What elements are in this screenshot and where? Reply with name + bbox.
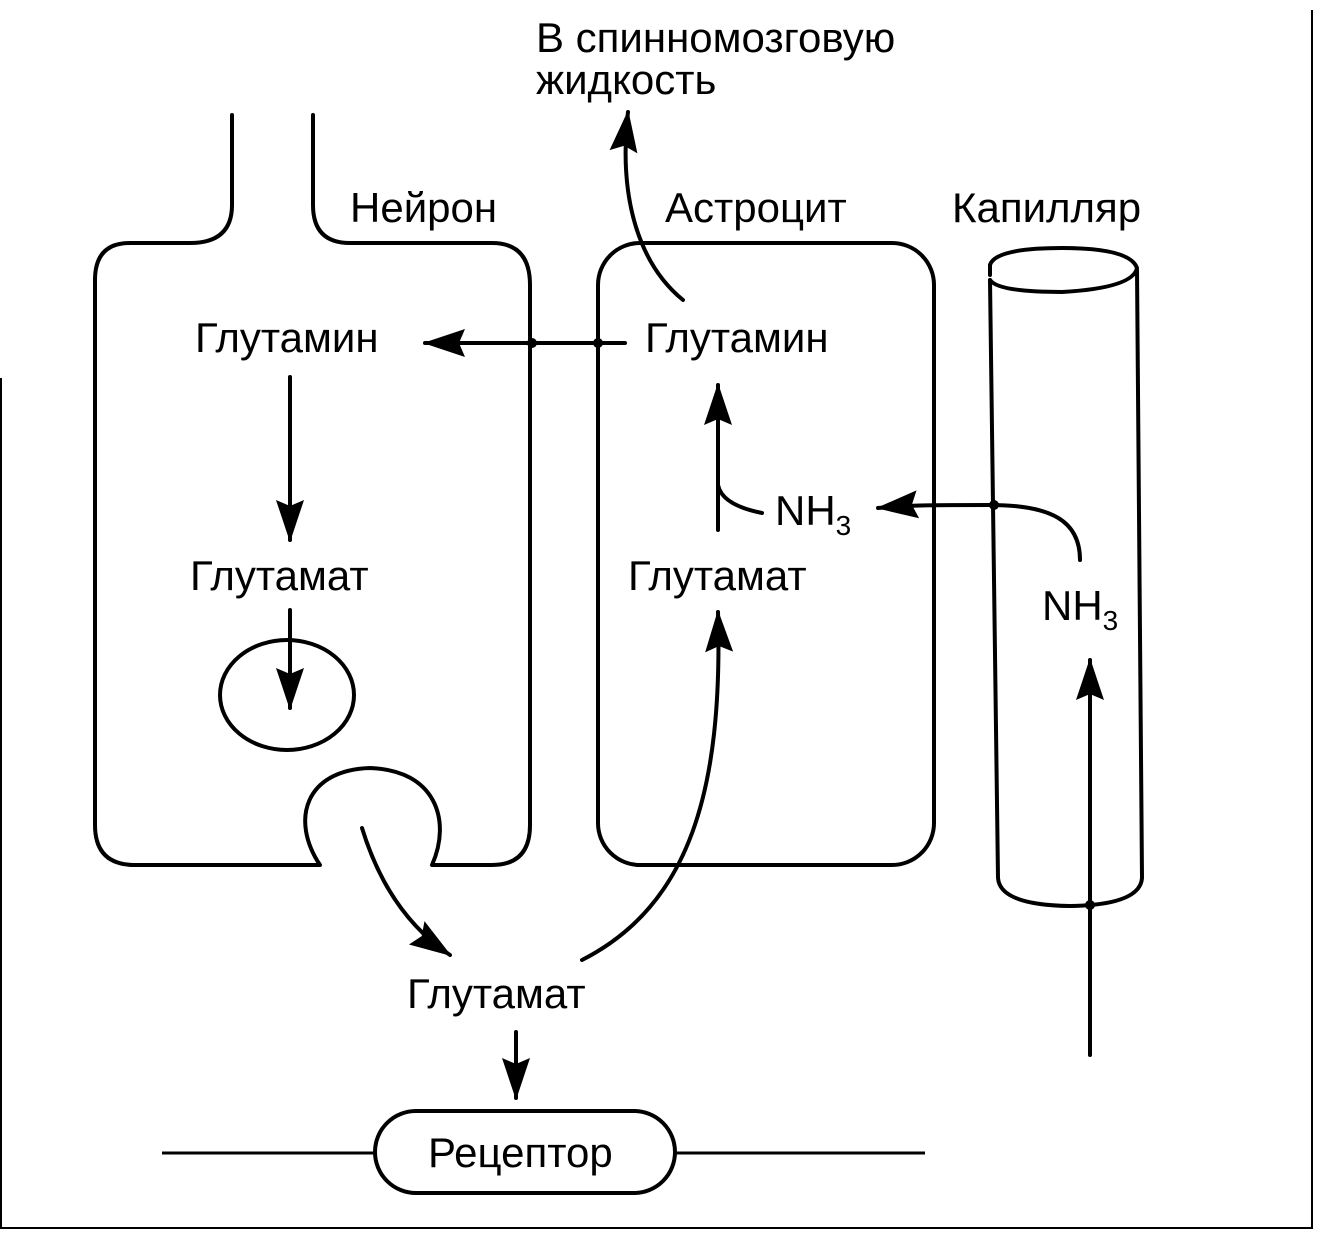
synaptic-vesicle: [218, 638, 356, 752]
astrocyte-label: Астроцит: [665, 184, 847, 231]
neuron-glutamate-label: Глутамат: [190, 552, 369, 599]
csf-label-line1: В спинномозговую: [536, 14, 895, 61]
neuron-label: Нейрон: [350, 184, 497, 231]
arrow-release-to-cleft: [360, 826, 452, 957]
membrane-crossing-dot: [1085, 900, 1095, 910]
membrane-crossing-dot: [527, 338, 537, 348]
synaptic-glutamate-label: Глутамат: [407, 970, 586, 1017]
membrane-crossing-dot: [989, 500, 999, 510]
capillary-tube: [988, 246, 1144, 908]
figure-frame: [0, 10, 1313, 1229]
astrocyte-glutamate-label: Глутамат: [628, 552, 807, 599]
capillary-nh3-label: NH3: [1042, 582, 1118, 636]
receptor-label: Рецептор: [428, 1129, 613, 1176]
arrow-nh3-to-astrocyte: [876, 490, 1082, 562]
capillary-nh3-subscript: 3: [1103, 605, 1119, 636]
arrow-glutamine-to-csf: [609, 110, 685, 302]
csf-label-line2: жидкость: [536, 56, 716, 103]
receptor-box: [373, 1109, 677, 1195]
astrocyte-nh3-main: NH: [775, 487, 836, 534]
capillary-label: Капилляр: [952, 184, 1141, 231]
nh3-join-curve: [716, 483, 764, 515]
astrocyte-cell-outline: [596, 241, 936, 867]
capillary-nh3-main: NH: [1042, 582, 1103, 629]
membrane-crossing-dot: [593, 338, 603, 348]
astrocyte-glutamine-label: Глутамин: [645, 314, 829, 361]
neuron-cell-outline: [93, 113, 532, 867]
arrow-glutamate-uptake-astrocyte: [580, 610, 734, 962]
neuron-glutamine-label: Глутамин: [195, 314, 379, 361]
astrocyte-nh3-label: NH3: [775, 487, 851, 541]
astrocyte-nh3-subscript: 3: [836, 510, 852, 541]
